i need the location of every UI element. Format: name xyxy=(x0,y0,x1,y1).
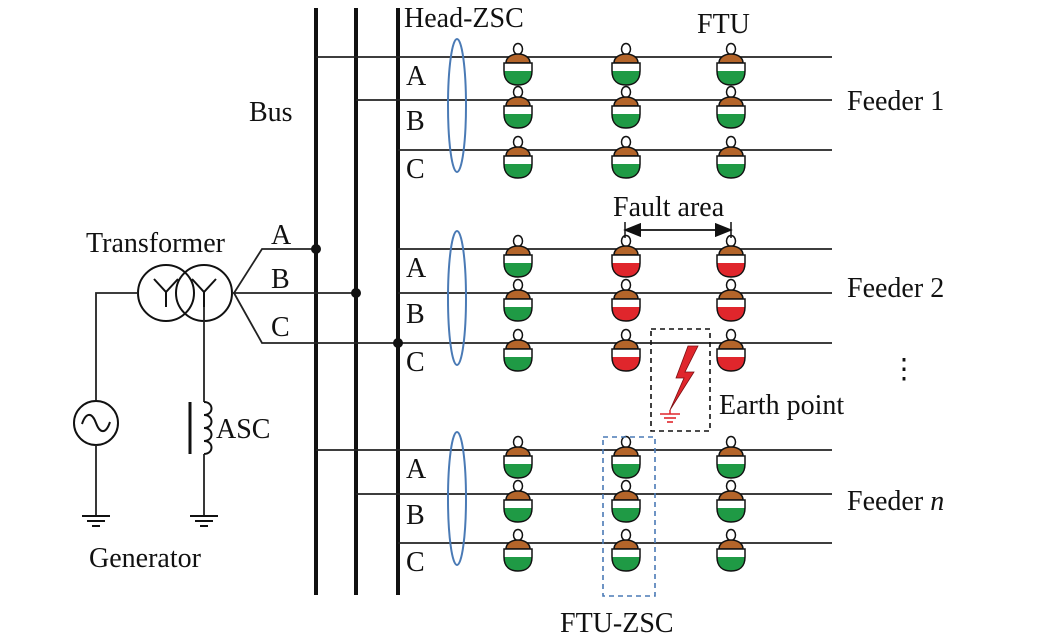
ftu-icon xyxy=(503,328,533,372)
feeder-group-1: ABC Feeder 1 xyxy=(316,38,944,185)
phase-c-connection xyxy=(233,292,398,344)
ftu-icon xyxy=(716,328,746,372)
head-zsc-ring xyxy=(447,431,467,566)
transformer-symbol xyxy=(137,264,234,322)
feeder-label: Feeder 2 xyxy=(847,273,944,304)
phase-a-connection xyxy=(233,248,316,294)
ftu-icon xyxy=(503,435,533,479)
asc-branch xyxy=(188,307,218,527)
ftu-icon xyxy=(716,42,746,86)
transformer-label: Transformer xyxy=(86,228,226,259)
ftu-icon xyxy=(503,278,533,322)
ftu-icon xyxy=(716,234,746,278)
junction-dot-b xyxy=(351,288,361,298)
feeder-label: Feeder 1 xyxy=(847,86,944,117)
ftu-zsc-label: FTU-ZSC xyxy=(560,608,674,639)
transformer-phase-c-label: C xyxy=(271,312,290,343)
ftu-icon xyxy=(716,135,746,179)
generator-wire xyxy=(95,292,138,400)
ftu-label: FTU xyxy=(697,9,750,40)
ftu-icon xyxy=(611,328,641,372)
head-zsc-ring xyxy=(447,230,467,366)
head-zsc-label: Head-ZSC xyxy=(404,3,524,34)
phase-label-c: C xyxy=(406,547,425,578)
ftu-zsc-box xyxy=(602,436,656,597)
ftu-icon xyxy=(611,42,641,86)
asc-label: ASC xyxy=(216,414,270,445)
earth-point-label: Earth point xyxy=(719,390,844,421)
earth-point xyxy=(650,328,711,432)
ftu-icon xyxy=(503,42,533,86)
ftu-icon xyxy=(611,528,641,572)
generator-label: Generator xyxy=(89,543,202,574)
phase-label-b: B xyxy=(406,299,425,330)
asc-ground-icon xyxy=(190,515,218,527)
phase-label-a: A xyxy=(406,454,427,485)
more-feeders-ellipsis: ⋮ xyxy=(890,354,918,385)
junction-dot-c xyxy=(393,338,403,348)
ftu-icon xyxy=(503,479,533,523)
ftu-icon xyxy=(716,479,746,523)
lightning-icon xyxy=(669,345,699,411)
ftu-icon xyxy=(716,435,746,479)
fault-area-indicator xyxy=(623,222,733,238)
ftu-icon xyxy=(611,435,641,479)
transformer-phase-b-label: B xyxy=(271,264,290,295)
ftu-icon xyxy=(503,528,533,572)
transformer-phase-a-label: A xyxy=(271,220,292,251)
phase-label-a: A xyxy=(406,61,427,92)
feeder-label: Feeder n xyxy=(847,486,944,517)
bus-label: Bus xyxy=(249,97,293,128)
phase-label-b: B xyxy=(406,500,425,531)
wye-secondary-icon xyxy=(191,278,217,307)
earth-point-box xyxy=(650,328,711,432)
bus-bars xyxy=(314,8,400,595)
ftu-icon xyxy=(503,234,533,278)
wye-primary-icon xyxy=(153,278,179,307)
ftu-icon xyxy=(716,278,746,322)
phase-label-a: A xyxy=(406,253,427,284)
head-zsc-ring xyxy=(447,38,467,173)
phase-label-b: B xyxy=(406,106,425,137)
phase-label-c: C xyxy=(406,347,425,378)
ftu-icon xyxy=(611,85,641,129)
ftu-icon xyxy=(611,479,641,523)
ftu-icon xyxy=(611,278,641,322)
generator-ground-icon xyxy=(82,515,110,527)
ftu-icon xyxy=(716,528,746,572)
junction-dot-a xyxy=(311,244,321,254)
feeder-group-2: ABC Feeder 2 xyxy=(398,230,944,378)
inductor-coil-icon xyxy=(203,401,213,455)
phase-label-c: C xyxy=(406,154,425,185)
ftu-icon xyxy=(611,135,641,179)
ftu-icon xyxy=(503,135,533,179)
earth-ground-icon xyxy=(660,413,680,423)
ftu-icon xyxy=(503,85,533,129)
ac-wave-icon xyxy=(81,413,111,433)
fault-area-label: Fault area xyxy=(613,192,725,223)
transformer-connections xyxy=(233,244,403,348)
ftu-icon xyxy=(611,234,641,278)
generator-branch xyxy=(73,292,138,527)
ftu-icon xyxy=(716,85,746,129)
feeder-group-3: ABC Feeder n xyxy=(316,431,944,578)
